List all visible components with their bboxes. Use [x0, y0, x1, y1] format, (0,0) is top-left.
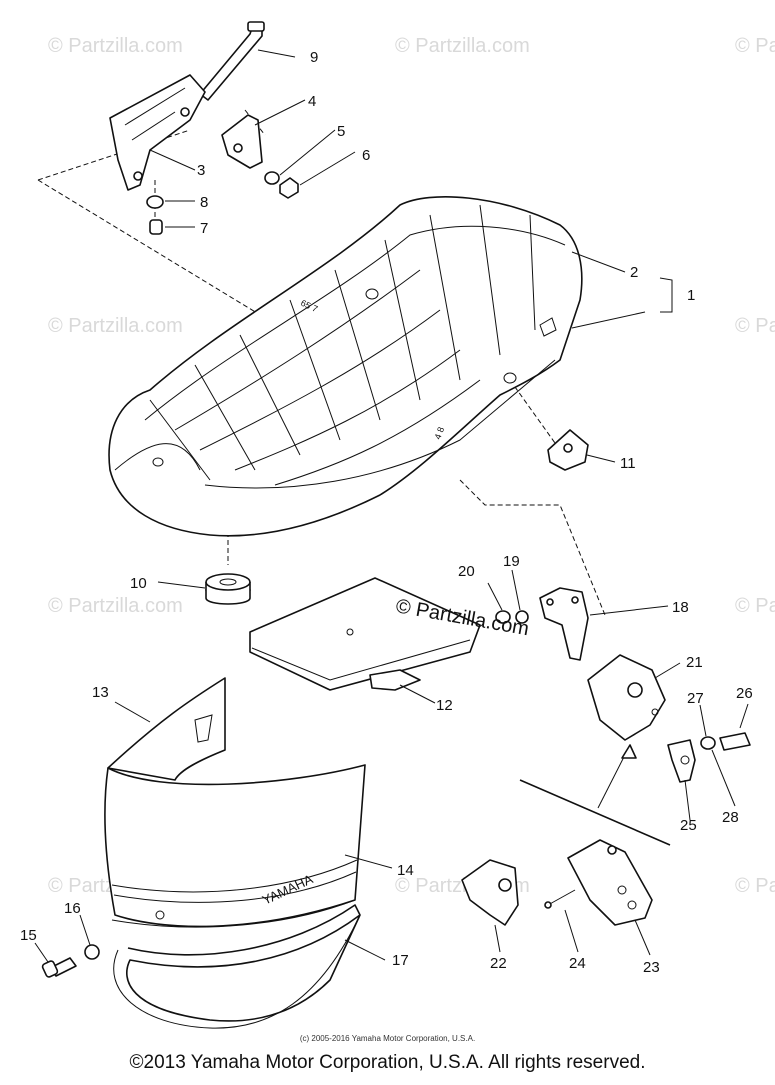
callout-25: 25 [680, 817, 697, 834]
callout-2: 2 [630, 264, 638, 281]
watermark: © Partzilla.com [735, 35, 775, 57]
trim-part-17 [113, 904, 361, 1029]
callout-28: 28 [722, 809, 739, 826]
lock-part-21 [587, 654, 666, 741]
callout-20: 20 [458, 563, 475, 580]
callout-15: 15 [20, 927, 37, 944]
callout-24: 24 [569, 955, 586, 972]
callout-5: 5 [337, 123, 345, 140]
callout-3: 3 [197, 162, 205, 179]
callout-10: 10 [130, 575, 147, 592]
bracket-part-4 [221, 114, 263, 169]
callout-13: 13 [92, 684, 109, 701]
watermark: © Partzilla.com [48, 595, 183, 617]
plate-part-12 [249, 577, 481, 691]
bolt-part-9 [199, 21, 265, 101]
callout-16: 16 [64, 900, 81, 917]
damper-part-10 [205, 573, 251, 605]
seat-assembly-part-1: 65 7 4 8 [108, 196, 583, 537]
bracket-part-3 [109, 74, 206, 191]
watermark: © Partzilla.com [48, 315, 183, 337]
callout-27: 27 [687, 690, 704, 707]
callout-18: 18 [672, 599, 689, 616]
callout-6: 6 [362, 147, 370, 164]
pin-part-24 [544, 889, 576, 909]
direction-arrow [519, 744, 671, 846]
callout-4: 4 [308, 93, 316, 110]
callout-14: 14 [397, 862, 414, 879]
washer-bolt-parts-7-8 [146, 195, 164, 235]
small-copyright: (c) 2005-2016 Yamaha Motor Corporation, … [299, 1034, 476, 1043]
watermark: © Partzilla.com [735, 875, 775, 897]
clip-part-11 [547, 429, 589, 471]
seat-marking: 4 8 [432, 426, 446, 441]
callouts: 1 2 3 4 5 6 7 8 9 10 11 12 13 14 15 16 1… [20, 49, 753, 976]
copyright-notice: ©2013 Yamaha Motor Corporation, U.S.A. A… [129, 1052, 646, 1073]
callout-17: 17 [392, 952, 409, 969]
screw-part-15 [41, 957, 77, 978]
callout-7: 7 [200, 220, 208, 237]
watermark: © Partzilla.com [48, 35, 183, 57]
bolt-washer-parts-25-28 [667, 732, 751, 783]
watermark: © Partzilla.com [735, 315, 775, 337]
callout-22: 22 [490, 955, 507, 972]
callout-1: 1 [687, 287, 695, 304]
callout-23: 23 [643, 959, 660, 976]
washer-nut-parts-5-6 [264, 171, 299, 199]
side-cover-part-14: YAMAHA [104, 764, 366, 928]
watermark: © Partzilla.com [395, 35, 530, 57]
callout-19: 19 [503, 553, 520, 570]
washer-part-16 [84, 944, 100, 960]
catch-part-22 [461, 859, 519, 926]
bracket-part-23 [567, 839, 653, 926]
callout-8: 8 [200, 194, 208, 211]
callout-11: 11 [620, 455, 636, 472]
watermark: © Partzilla.com [735, 595, 775, 617]
hinge-part-18 [539, 587, 589, 661]
side-cover-part-13 [107, 677, 226, 781]
washer-parts-19-20 [495, 610, 529, 624]
callout-26: 26 [736, 685, 753, 702]
callout-9: 9 [310, 49, 318, 66]
callout-21: 21 [686, 654, 703, 671]
leader-lines [34, 49, 749, 963]
callout-12: 12 [436, 697, 453, 714]
